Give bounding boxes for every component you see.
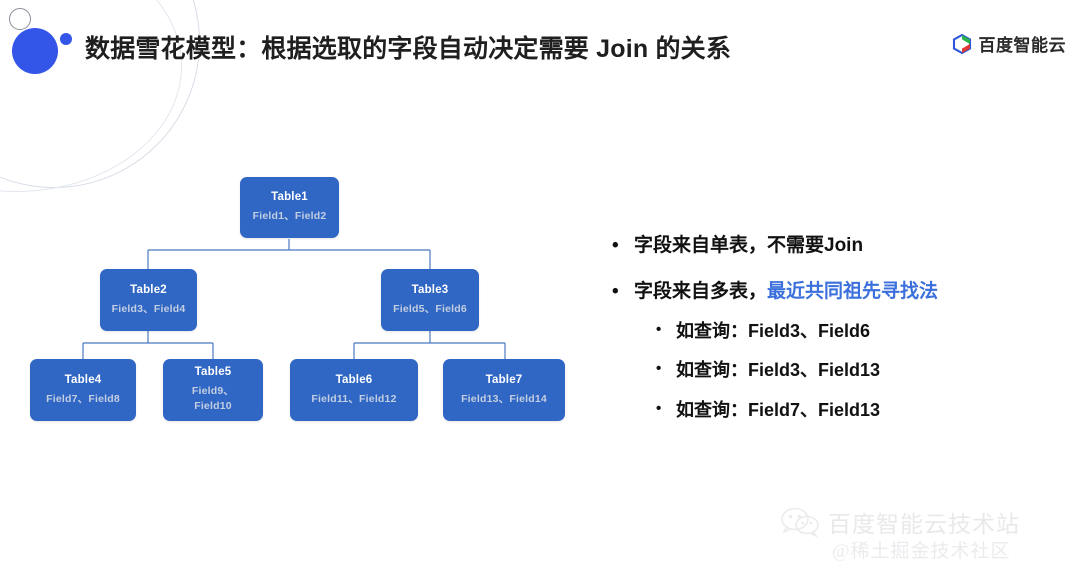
node-fields: Field9、 Field10 — [191, 385, 235, 413]
sub-bullet-item-3: • 如查询：Field7、Field13 — [656, 399, 1062, 422]
sub-bullet-item-2-label: 如查询：Field3、Field13 — [676, 360, 881, 380]
watermark-subtext: @稀土掘金技术社区 — [832, 541, 1011, 562]
node-title: Table3 — [411, 283, 449, 296]
bullet-item-2: • 字段来自多表，最近共同祖先寻找法 — [612, 280, 1062, 304]
wechat-icon — [781, 507, 819, 538]
node-fields: Field3、Field4 — [111, 302, 186, 315]
diagram-node-table7[interactable]: Table7 Field13、Field14 — [443, 359, 565, 421]
bullet-item-1-label: 字段来自单表，不需要Join — [634, 235, 864, 256]
sub-bullet-item-2: • 如查询：Field3、Field13 — [656, 359, 1062, 382]
baidu-cloud-hexagon-logo-icon — [952, 33, 971, 54]
diagram-node-table4[interactable]: Table4 Field7、Field8 — [30, 359, 136, 421]
node-title: Table4 — [64, 373, 102, 386]
diagram-node-table5[interactable]: Table5 Field9、 Field10 — [163, 359, 263, 421]
page-title: 数据雪花模型：根据选取的字段自动决定需要 Join 的关系 — [85, 35, 732, 63]
bullet-marker-icon: • — [612, 280, 619, 302]
bullet-marker-icon: • — [656, 399, 662, 417]
sub-bullet-item-1: • 如查询：Field3、Field6 — [656, 320, 1062, 343]
watermark-text: 百度智能云技术站 — [828, 512, 1020, 537]
decorative-blue-circle-icon — [12, 28, 58, 74]
decorative-outline-circle-icon — [9, 8, 31, 30]
watermark: 百度智能云技术站 @稀土掘金技术社区 — [780, 505, 1072, 571]
bullet-item-2-prefix: 字段来自多表， — [634, 280, 768, 302]
watermark-row: 百度智能云技术站 — [780, 505, 1072, 539]
snowflake-schema-diagram: Table1 Field1、Field2 Table2 Field3、Field… — [0, 150, 600, 450]
diagram-node-table2[interactable]: Table2 Field3、Field4 — [100, 269, 197, 331]
bullet-marker-icon: • — [612, 235, 619, 256]
node-title: Table6 — [335, 373, 373, 386]
bullet-item-2-highlight: 最近共同祖先寻找法 — [767, 280, 939, 302]
node-fields: Field11、Field12 — [311, 392, 397, 405]
decorative-small-blue-dot-icon — [60, 33, 72, 45]
bullet-list: • 字段来自单表，不需要Join • 字段来自多表，最近共同祖先寻找法 • 如查… — [612, 234, 1062, 438]
sub-bullet-item-1-label: 如查询：Field3、Field6 — [676, 320, 871, 341]
node-fields: Field5、Field6 — [393, 302, 467, 315]
bullet-marker-icon: • — [656, 360, 662, 377]
diagram-node-table6[interactable]: Table6 Field11、Field12 — [290, 359, 418, 421]
bullet-marker-icon: • — [656, 320, 662, 338]
node-fields: Field7、Field8 — [46, 392, 120, 405]
node-fields: Field13、Field14 — [461, 392, 547, 405]
brand-logo: 百度智能云 — [952, 31, 1067, 56]
diagram-connector-lines — [82, 239, 506, 359]
bullet-sublist: • 如查询：Field3、Field6 • 如查询：Field3、Field13… — [656, 320, 1062, 422]
node-title: Table1 — [271, 191, 308, 204]
diagram-node-table1[interactable]: Table1 Field1、Field2 — [240, 177, 339, 238]
bullet-item-1: • 字段来自单表，不需要Join — [612, 234, 1062, 258]
node-fields: Field1、Field2 — [252, 210, 327, 223]
node-title: Table2 — [130, 283, 167, 296]
diagram-node-table3[interactable]: Table3 Field5、Field6 — [381, 269, 479, 331]
bullet-item-2-label: 字段来自多表，最近共同祖先寻找法 — [634, 280, 1062, 304]
node-title: Table7 — [485, 373, 523, 386]
brand-name-label: 百度智能云 — [978, 36, 1066, 55]
node-title: Table5 — [194, 366, 232, 379]
sub-bullet-item-3-label: 如查询：Field7、Field13 — [676, 399, 881, 420]
